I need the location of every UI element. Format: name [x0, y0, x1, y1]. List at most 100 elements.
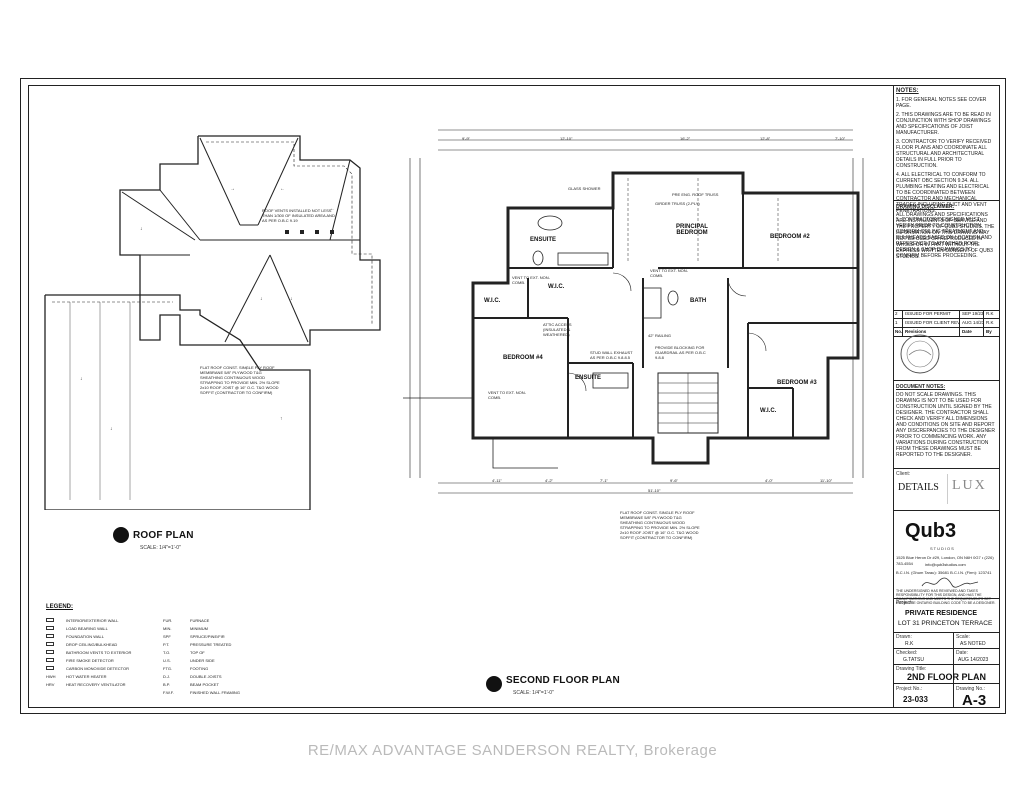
checked-label: Checked:	[896, 650, 918, 656]
svg-text:←: ←	[280, 186, 285, 192]
legend-abbreviation-meaning: SPRUCE/PINE/FIR	[190, 634, 225, 639]
title-block	[893, 85, 1000, 708]
brokerage-watermark: RE/MAX ADVANTAGE SANDERSON REALTY, Broke…	[307, 742, 718, 759]
legend-abbreviation: U.S.	[163, 658, 171, 663]
dim-top-2: 12'-10"	[560, 136, 573, 141]
legend-item-label: CARBON MONOXIDE DETECTOR	[66, 666, 130, 671]
legend-symbol	[46, 618, 54, 622]
dim-top-5: 7'-10"	[835, 136, 846, 141]
project-lot: LOT 31 PRINCETON TERRACE	[898, 620, 993, 627]
room-bath: BATH	[690, 298, 707, 304]
flat-roof-note: FLAT ROOF CONST. SINGLE PLY ROOF MEMBRAN…	[200, 365, 280, 395]
svg-text:↓: ↓	[260, 296, 263, 302]
tb-divider-1	[893, 200, 1000, 201]
legend-abbreviation: P.T.	[163, 642, 170, 647]
client-label: Client:	[896, 471, 911, 477]
revision-cell-by: By	[986, 329, 992, 334]
tb-divider-7	[893, 632, 1000, 633]
legend-abbreviation: SPF	[163, 634, 171, 639]
guardrail-blocking-note: PROVIDE BLOCKING FOR GUARDRAIL AS PER O.…	[655, 345, 706, 360]
second-floor-plan-scale: SCALE: 1/4"=1'-0"	[513, 690, 554, 696]
sheet-inner-border	[28, 85, 1000, 708]
roof-plan-scale: SCALE: 1/4"=1'-0"	[140, 545, 181, 551]
dim-top-3: 16'-2"	[680, 136, 691, 141]
room-wic-3: W.I.C.	[760, 408, 777, 414]
legend-symbol	[46, 658, 54, 662]
room-principal-bedroom: PRINCIPAL BEDROOM	[676, 224, 708, 236]
svg-text:↓: ↓	[80, 376, 83, 382]
checked-value: G.TATSU	[903, 657, 924, 663]
studio-bcin: B.C.I.N. (Ghum Tarau): 35681 B.C.I.N. (F…	[896, 570, 992, 575]
tb-divider-4	[893, 468, 1000, 469]
details-logo: DETAILS	[898, 482, 939, 493]
legend-abbreviation: FUR.	[163, 618, 173, 623]
svg-text:↓: ↓	[140, 226, 143, 232]
legend-item-label: FIRE SMOKE DETECTOR	[66, 658, 114, 663]
svg-text:↓: ↓	[110, 426, 113, 432]
legend-item-label: INTERIOR/EXTERIOR WALL	[66, 618, 119, 623]
tb-divider-2	[893, 310, 1000, 311]
client-logo-divider	[947, 474, 948, 504]
legend-abbreviation: T.O.	[163, 650, 171, 655]
qub3-logo-subtitle: STUDIOS	[930, 546, 955, 551]
notes-list: 1. FOR GENERAL NOTES SEE COVER PAGE.2. T…	[896, 97, 996, 262]
vent-note-3: VENT TO EXT. NON-COMB.	[488, 390, 527, 400]
svg-text:←: ←	[330, 206, 335, 212]
dim-bottom-1: 4'-11"	[492, 478, 502, 483]
designer-signature	[921, 577, 979, 588]
revision-cell-desc: Revisions	[903, 328, 960, 336]
glass-shower-note: GLASS SHOWER	[568, 186, 601, 191]
legend-symbol	[46, 666, 54, 670]
room-bedroom-3: BEDROOM #3	[777, 380, 817, 386]
svg-text:→: →	[230, 186, 235, 192]
notes-heading: NOTES:	[896, 88, 919, 94]
vent-note-2: VENT TO EXT. NON-COMB.	[650, 268, 689, 278]
tb-divider-9	[893, 664, 1000, 665]
legend-item-label: HOT WATER HEATER	[66, 674, 107, 679]
revision-cell-date: Date	[960, 328, 984, 336]
roof-plan-drawing: →← ↓← ↓↓ ↓↓ ↑↑	[44, 135, 381, 510]
tb-divider-10	[893, 683, 1000, 684]
legend-abbreviation-meaning: TOP OF	[190, 650, 205, 655]
dim-bottom-4: 9'-6"	[670, 478, 678, 483]
girder-truss-note: GIRDER TRUSS (2-PLY)	[655, 201, 700, 206]
second-floor-plan-drawing	[403, 129, 864, 494]
revision-cell-by: R.K	[986, 320, 994, 325]
legend-abbreviation: F.W.F.	[163, 690, 174, 695]
legend-abbreviation: B.P.	[163, 682, 171, 687]
stud-wall-note: STUD WALL EXHAUST AS PER O.B.C 9.8.8.5	[590, 350, 633, 360]
legend-heading: LEGEND:	[46, 604, 73, 610]
disclaimer-heading: DRAWING DISCLAIMER:	[896, 204, 955, 210]
studio-responsibility: THE UNDERSIGNED HAS REVIEWED AND TAKES R…	[896, 589, 996, 605]
svg-text:↓: ↓	[290, 296, 293, 302]
room-bedroom-2: BEDROOM #2	[770, 234, 810, 240]
legend-abbreviation-meaning: UNDER SIDE	[190, 658, 215, 663]
flat-roof-note-2: FLAT ROOF CONST. SINGLE PLY ROOF MEMBRAN…	[620, 510, 700, 540]
note-item: 1. FOR GENERAL NOTES SEE COVER PAGE.	[896, 97, 987, 109]
date-label: Date:	[956, 650, 968, 656]
revision-cell-desc: ISSUED FOR CLIENT REVIEW	[905, 319, 960, 327]
document-notes-body: DO NOT SCALE DRAWINGS. THIS DRAWING IS N…	[896, 392, 996, 458]
roof-vent-note: ROOF VENTS INSTALLED NOT LESS THAN 1/300…	[262, 208, 335, 223]
north-arrow-icon	[113, 527, 129, 543]
dim-top-4: 12'-8"	[760, 136, 771, 141]
room-bedroom-4: BEDROOM #4	[503, 355, 543, 361]
note-item: 3. CONTRACTOR TO VERIFY RECEIVED FLOOR P…	[896, 139, 992, 169]
dim-bottom-5: 4'-0"	[765, 478, 773, 483]
vent-note-1: VENT TO EXT. NON-COMB.	[512, 275, 551, 285]
designer-seal	[900, 334, 940, 374]
legend-abbreviation-meaning: FOOTING	[190, 666, 209, 671]
legend-item-label: FOUNDATION WALL	[66, 634, 105, 639]
legend-symbol: HWH	[46, 674, 56, 679]
legend-abbreviation: MIN.	[163, 626, 172, 631]
project-name: PRIVATE RESIDENCE	[905, 610, 978, 617]
revision-cell-date: SEP 19/23	[962, 310, 984, 318]
legend-abbreviation-meaning: FINISHED WALL FRAMING	[190, 690, 240, 695]
dim-bottom-2: 4'-2"	[545, 478, 553, 483]
dim-bottom-6: 11'-10"	[820, 478, 833, 483]
revision-cell-date: AUG 14/23	[962, 319, 984, 327]
